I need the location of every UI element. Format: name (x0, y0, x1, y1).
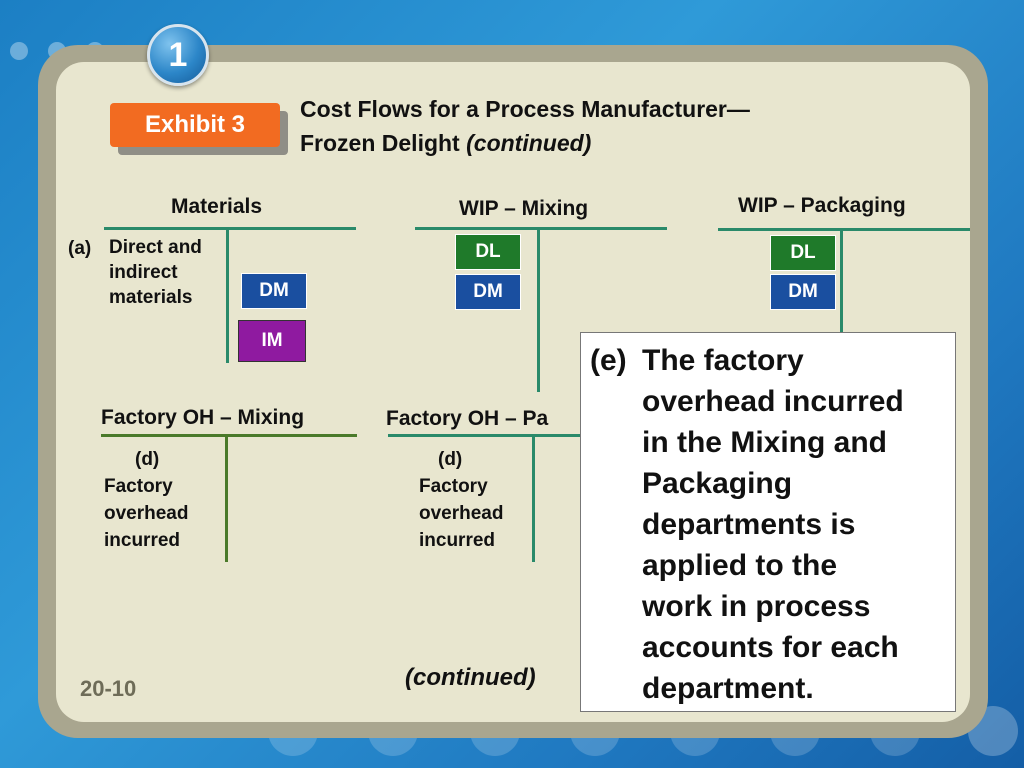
callout-line: overhead incurred (642, 385, 904, 418)
exhibit-label: Exhibit 3 (110, 103, 280, 147)
foh-mixing-t-vertical (225, 434, 228, 562)
wip-packaging-account-title: WIP – Packaging (738, 194, 906, 217)
wip-packaging-t-vertical (840, 228, 843, 332)
foh-packaging-entry-letter: (d) (438, 449, 463, 470)
materials-dm-tag: DM (241, 273, 307, 309)
foh-packaging-t-horizontal (388, 434, 580, 437)
foh-packaging-account-title: Factory OH – Pa (386, 407, 549, 430)
title-continued: (continued) (466, 130, 592, 156)
foh-packaging-entry-line-3: incurred (419, 530, 496, 551)
callout-line: applied to the (642, 549, 837, 582)
materials-entry-line-2: indirect (109, 262, 178, 283)
materials-t-horizontal (104, 227, 356, 230)
materials-entry-line-1: Direct and (109, 237, 202, 258)
callout-line: departments is (642, 508, 856, 541)
materials-entry-line-3: materials (109, 287, 193, 308)
callout-line: accounts for each (642, 631, 899, 664)
slide-number-badge: 1 (147, 24, 209, 86)
foh-packaging-t-vertical (532, 434, 535, 562)
materials-im-tag: IM (238, 320, 306, 362)
wip-packaging-dm-tag: DM (770, 274, 836, 310)
explanation-callout (580, 332, 956, 712)
wip-mixing-dm-tag: DM (455, 274, 521, 310)
foh-mixing-t-horizontal (101, 434, 357, 437)
wip-mixing-t-horizontal (415, 227, 667, 230)
callout-body: The factory overhead incurred in the Mix… (642, 340, 948, 709)
continued-note: (continued) (405, 664, 536, 691)
foh-mixing-entry-line-2: overhead (104, 503, 189, 524)
foh-mixing-entry-letter: (d) (135, 449, 160, 470)
title-line-2: Frozen Delight (continued) (300, 126, 900, 160)
materials-entry-letter: (a) (68, 238, 92, 259)
wip-mixing-dl-tag: DL (455, 234, 521, 270)
wip-mixing-account-title: WIP – Mixing (459, 197, 589, 220)
materials-t-vertical (226, 227, 229, 363)
callout-line: work in process (642, 590, 871, 623)
callout-label: (e) (590, 344, 627, 377)
page-number: 20-10 (80, 676, 137, 701)
wip-mixing-t-vertical (537, 227, 540, 392)
callout-line: in the Mixing and (642, 426, 887, 459)
callout-line: Packaging (642, 467, 793, 500)
title-line-2-text: Frozen Delight (300, 130, 460, 156)
foh-mixing-account-title: Factory OH – Mixing (101, 406, 305, 429)
title-line-1: Cost Flows for a Process Manufacturer— (300, 96, 750, 122)
foh-packaging-entry-line-2: overhead (419, 503, 504, 524)
wip-packaging-dl-tag: DL (770, 235, 836, 271)
callout-line: department. (642, 672, 814, 705)
materials-account-title: Materials (171, 195, 263, 218)
callout-line: The factory (642, 344, 804, 377)
decor-dot (10, 42, 28, 60)
slide-title: Cost Flows for a Process Manufacturer— F… (300, 92, 900, 160)
wip-packaging-t-horizontal (718, 228, 970, 231)
foh-mixing-entry-line-3: incurred (104, 530, 181, 551)
foh-packaging-entry-line-1: Factory (419, 476, 488, 497)
foh-mixing-entry-line-1: Factory (104, 476, 173, 497)
